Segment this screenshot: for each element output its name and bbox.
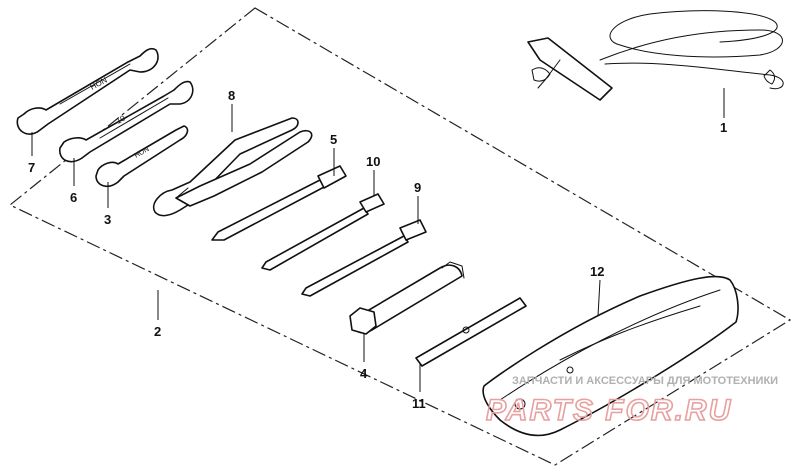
callout-4: 4 bbox=[360, 366, 368, 381]
callout-5: 5 bbox=[330, 132, 337, 147]
watermark-caption: ЗАПЧАСТИ И АКСЕССУАРЫ ДЛЯ МОТОТЕХНИКИ bbox=[512, 375, 778, 387]
flat-screwdriver bbox=[211, 165, 347, 241]
screwdriver-shaft bbox=[261, 193, 385, 271]
t-handle-with-cord bbox=[527, 10, 784, 101]
callout-6: 6 bbox=[70, 190, 77, 205]
callout-10: 10 bbox=[366, 154, 380, 169]
callout-1: 1 bbox=[720, 120, 727, 135]
callout-11: 11 bbox=[412, 396, 426, 411]
callout-3: 3 bbox=[104, 212, 111, 227]
leader-lines bbox=[31, 88, 725, 392]
open-end-wrench-medium: 10 bbox=[59, 80, 194, 163]
pliers bbox=[153, 117, 313, 217]
phillips-screwdriver bbox=[301, 219, 427, 297]
callout-12: 12 bbox=[590, 264, 604, 279]
pin-handle bbox=[415, 297, 527, 367]
tool-bag bbox=[482, 275, 739, 437]
callout-9: 9 bbox=[414, 180, 421, 195]
callout-8: 8 bbox=[228, 88, 235, 103]
watermark-site: PARTS FOR.RU bbox=[486, 394, 732, 427]
spark-plug-wrench bbox=[349, 261, 465, 335]
callout-2: 2 bbox=[154, 324, 161, 339]
callout-7: 7 bbox=[28, 160, 35, 175]
